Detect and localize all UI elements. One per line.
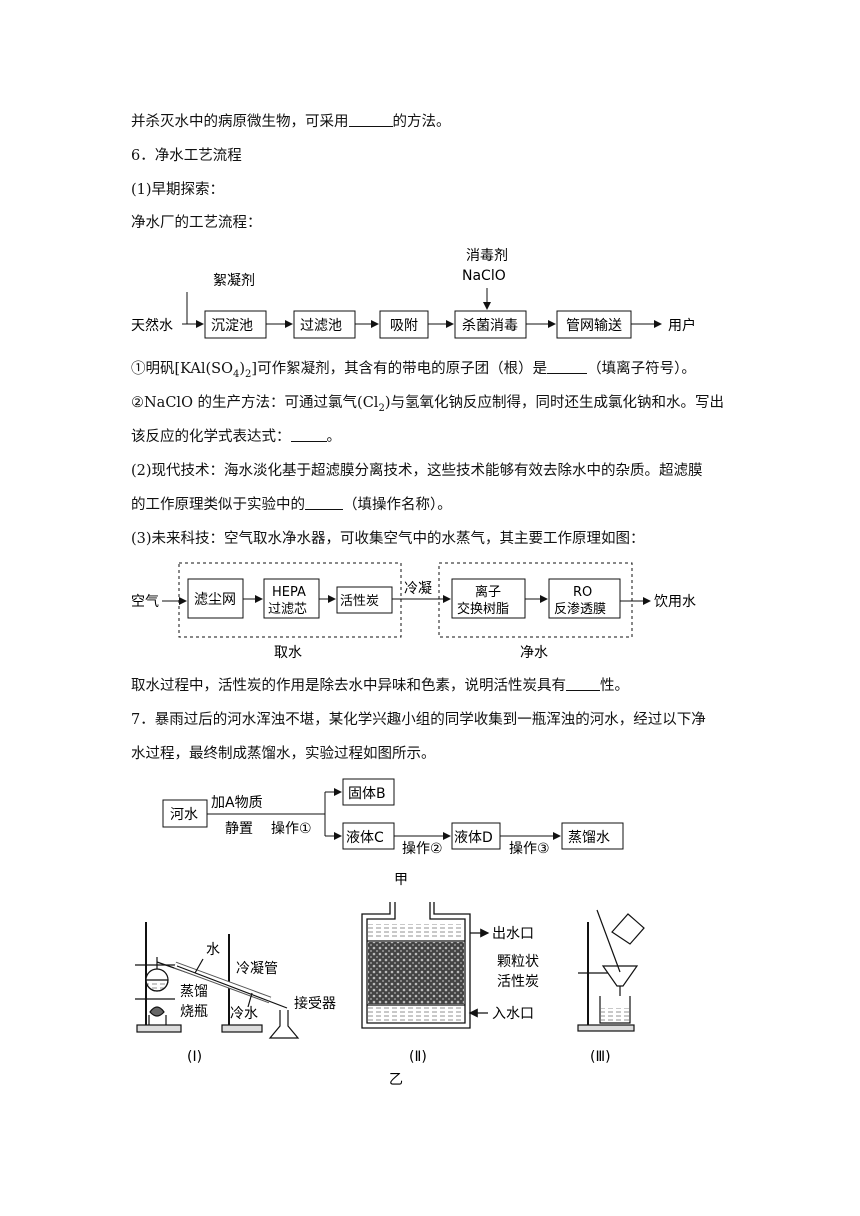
- text-segment: （填操作名称）。: [343, 497, 452, 513]
- cold-water-label: 冷水: [230, 1006, 258, 1022]
- flow2-box: [336, 586, 393, 614]
- filtration-apparatus: [577, 909, 645, 1032]
- solid-b-label: 固体B: [348, 786, 386, 802]
- text-segment: （填离子符号）。: [587, 361, 696, 377]
- water-label: 水: [206, 942, 220, 958]
- flow-end-label: 用户: [668, 317, 696, 334]
- subscript: 2: [378, 402, 385, 414]
- sub-question-3-cont: 取水过程中，活性炭的作用是除去水中异味和色素，说明活性炭具有 性。: [131, 676, 629, 696]
- answer-blank: [305, 495, 343, 510]
- answer-blank: [290, 427, 327, 442]
- sub-question-2: (2)现代技术：海水淡化基于超滤膜分离技术，这些技术能够有效去除水中的杂质。超滤…: [131, 463, 703, 479]
- flask-label-2: 烧瓶: [180, 1004, 208, 1020]
- subscript: 4: [233, 368, 240, 380]
- text-segment: )与氢氧化钠反应制得，同时还生成氯化钠和水。写出: [384, 395, 724, 411]
- liquid-d-label: 液体D: [454, 830, 493, 846]
- flow-intro: 净水厂的工艺流程：: [131, 215, 262, 231]
- sub-question-1a: ①明矾[KAl(SO4)2]可作絮凝剂，其含有的带电的原子团（根）是 （填离子符号…: [131, 359, 696, 385]
- purify-group-label: 净水: [520, 645, 548, 661]
- text-segment: 的方法。: [392, 114, 451, 130]
- text-segment: 。: [326, 429, 342, 445]
- add-a-label: 加A物质: [211, 795, 263, 811]
- sub-question-1: (1)早期探索：: [131, 182, 225, 198]
- purify-group-box: [438, 562, 633, 638]
- river-water-label: 河水: [170, 807, 198, 823]
- inlet-label: 入水口: [492, 1006, 534, 1022]
- flow3-box: [342, 778, 395, 806]
- activated-carbon-filter-label: 活性炭: [497, 974, 539, 990]
- ro-label: RO: [573, 585, 592, 600]
- text-segment: 并杀灭水中的病原微生物，可采用: [131, 114, 349, 130]
- air-water-flow-diagram: 空气 滤尘网 HEPA 过滤芯 活性炭 冷凝 离子 交换树脂 RO 反渗透膜 饮…: [131, 562, 696, 661]
- apparatus-2-label: (Ⅱ): [409, 1049, 427, 1065]
- sub-question-3: (3)未来科技：空气取水净水器，可收集空气中的水蒸气，其主要工作原理如图：: [131, 531, 645, 547]
- flow2-box: [548, 578, 621, 619]
- operation-1-label: 操作①: [271, 821, 312, 837]
- distilled-water-label: 蒸馏水: [568, 830, 610, 846]
- intake-group-label: 取水: [274, 645, 302, 661]
- apparatus-illustrations: 水 冷凝管 蒸馏 烧瓶 冷水 接受器 (Ⅰ) 甲 出水口 颗粒状 活性炭 入水口…: [135, 872, 645, 1088]
- text-segment: 该反应的化学式表达式：: [131, 429, 291, 445]
- sub-question-1b: ②NaClO 的生产方法：可通过氯气(Cl2)与氢氧化钠反应制得，同时还生成氯化…: [131, 393, 724, 419]
- text-segment: ): [239, 361, 246, 377]
- text-segment: 的工作原理类似于实验中的: [131, 497, 305, 513]
- flow-start-label: 天然水: [131, 317, 173, 334]
- text-segment: 性。: [600, 678, 629, 694]
- text-segment: ②NaClO 的生产方法：可通过氯气(Cl: [131, 395, 379, 411]
- flocculant-label: 絮凝剂: [213, 272, 255, 289]
- answer-blank: [547, 359, 588, 374]
- air-label: 空气: [131, 594, 159, 610]
- water-plant-flow-diagram: 天然水 沉淀池 过滤池 吸附 杀菌消毒 管网输送 用户 絮凝剂 消毒剂 NaCl…: [131, 248, 696, 339]
- disinfectant-formula: NaClO: [462, 268, 506, 284]
- disinfectant-label: 消毒剂: [466, 248, 508, 264]
- operation-2-label: 操作②: [402, 841, 443, 857]
- condense-label: 冷凝: [404, 581, 432, 597]
- granular-label: 颗粒状: [497, 954, 539, 970]
- answer-blank: [348, 112, 393, 127]
- ion-label: 离子: [475, 584, 501, 600]
- dust-filter-label: 滤尘网: [194, 592, 236, 608]
- text-line-1: 并杀灭水中的病原微生物，可采用 的方法。: [131, 112, 451, 132]
- drinking-water-label: 饮用水: [654, 594, 696, 610]
- flow-step-2: 过滤池: [300, 318, 342, 334]
- operation-3-label: 操作③: [509, 841, 550, 857]
- outlet-label: 出水口: [492, 926, 534, 942]
- text-segment: ]可作絮凝剂，其含有的带电的原子团（根）是: [251, 361, 548, 377]
- question-6-title: 6．净水工艺流程: [131, 148, 242, 164]
- flow3-box: [561, 822, 624, 850]
- condenser-label: 冷凝管: [236, 961, 278, 977]
- settle-label: 静置: [225, 821, 253, 837]
- flow-step-3: 吸附: [390, 318, 418, 334]
- receiver-label: 接受器: [294, 995, 336, 1012]
- reverse-osmosis-label: 反渗透膜: [554, 602, 606, 617]
- flow-step-1: 沉淀池: [211, 318, 253, 334]
- yi-label: 乙: [389, 1072, 403, 1088]
- apparatus-3-label: (Ⅲ): [590, 1049, 611, 1065]
- question-7-line-2: 水过程，最终制成蒸馏水，实验过程如图所示。: [131, 746, 436, 762]
- activated-carbon-label: 活性炭: [340, 594, 379, 609]
- question-7-line-1: 7．暴雨过后的河水浑浊不堪，某化学兴趣小组的同学收集到一瓶浑浊的河水，经过以下净: [131, 712, 706, 728]
- filter-core-label: 过滤芯: [268, 602, 307, 617]
- distillation-apparatus: [135, 922, 300, 1039]
- jia-label: 甲: [394, 872, 408, 888]
- river-water-process-diagram: 河水 加A物质 静置 操作① 固体B 液体C 操作② 液体D 操作③ 蒸馏水: [162, 778, 624, 857]
- flow-step-4: 杀菌消毒: [462, 318, 518, 334]
- apparatus-1-label: (Ⅰ): [187, 1049, 202, 1065]
- flask-label-1: 蒸馏: [180, 984, 208, 1000]
- ion-exchange-label: 交换树脂: [457, 601, 509, 617]
- sub-question-2-cont: 的工作原理类似于实验中的 （填操作名称）。: [131, 495, 452, 515]
- answer-blank: [566, 676, 600, 691]
- liquid-c-label: 液体C: [346, 830, 384, 846]
- text-segment: 取水过程中，活性炭的作用是除去水中异味和色素，说明活性炭具有: [131, 678, 566, 694]
- subscript: 2: [245, 368, 252, 380]
- sub-question-1b-cont: 该反应的化学式表达式： 。: [131, 427, 341, 447]
- carbon-filter-apparatus: [361, 902, 490, 1029]
- flow-step-5: 管网输送: [566, 318, 622, 334]
- hepa-label: HEPA: [272, 585, 306, 600]
- text-segment: ①明矾[KAl(SO: [131, 361, 233, 377]
